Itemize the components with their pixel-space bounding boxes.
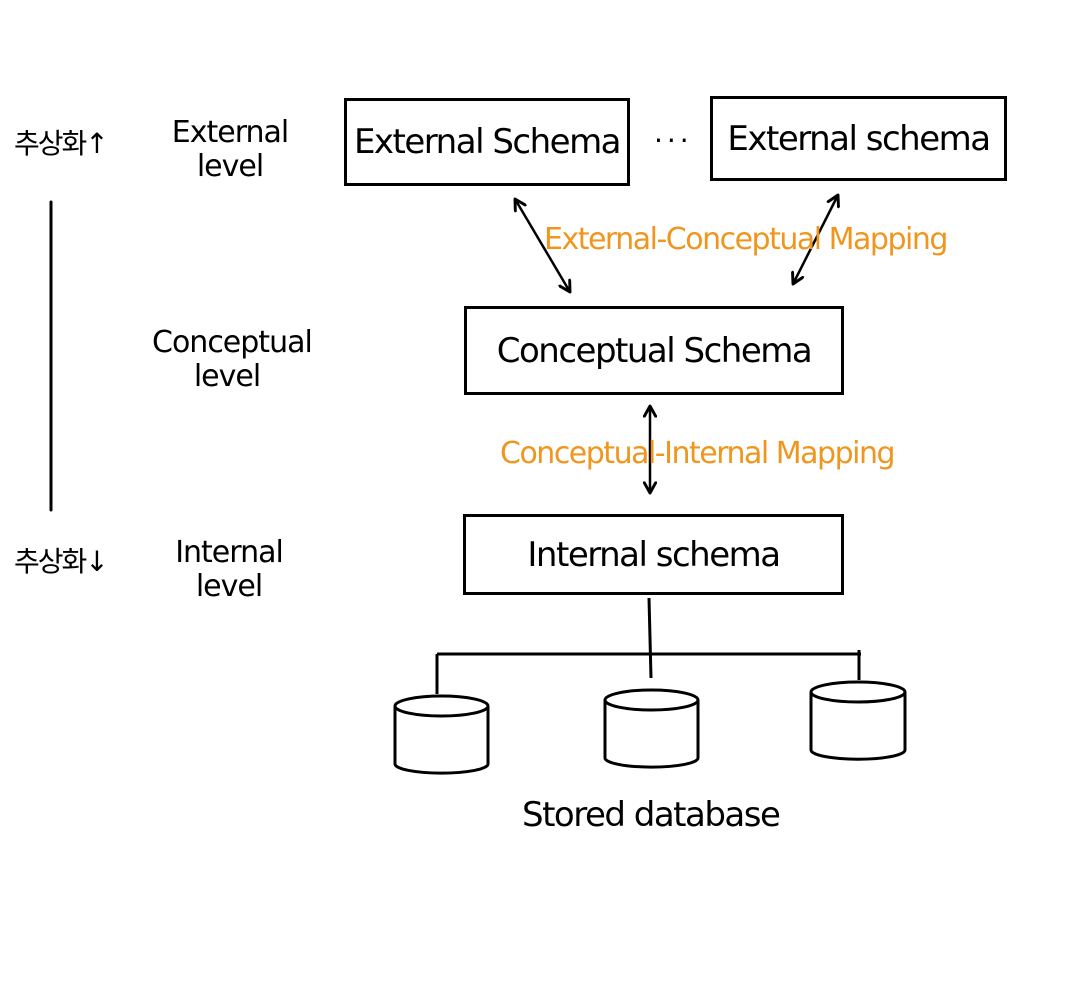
conceptual-level-label: Conceptual level — [152, 325, 313, 394]
conceptual-schema-box: Conceptual Schema — [464, 306, 844, 395]
stored-database-label: Stored database — [522, 795, 781, 835]
conceptual-internal-mapping-label: Conceptual-Internal Mapping — [500, 436, 896, 471]
internal-level-line2: level — [195, 569, 263, 604]
external-schema-label-1: External Schema — [353, 122, 622, 162]
mapping-arrow-right — [793, 195, 838, 284]
database-cylinder-1 — [393, 694, 490, 775]
external-schema-box-1: External Schema — [344, 98, 630, 186]
abstraction-low-label: 추상화↓ — [14, 545, 109, 578]
external-level-label: External level — [160, 116, 300, 184]
storage-stem — [647, 597, 653, 679]
external-level-line1: External — [171, 115, 289, 150]
external-schema-label-2: External schema — [727, 118, 991, 159]
external-conceptual-mapping-label: External-Conceptual Mapping — [544, 222, 948, 257]
internal-schema-box: Internal schema — [463, 514, 844, 595]
internal-schema-label: Internal schema — [527, 534, 781, 575]
database-cylinder-2 — [603, 688, 700, 769]
mapping-arrow-left — [515, 199, 570, 292]
conceptual-level-line2: level — [193, 359, 261, 394]
database-cylinder-3 — [809, 680, 907, 761]
external-schema-ellipsis: ··· — [654, 124, 693, 157]
internal-level-label: Internal level — [156, 536, 302, 604]
external-schema-box-2: External schema — [710, 96, 1007, 181]
abstraction-high-label: 추상화↑ — [14, 127, 109, 160]
internal-level-line1: Internal — [175, 535, 284, 570]
conceptual-level-line1: Conceptual — [152, 325, 313, 360]
conceptual-schema-label: Conceptual Schema — [496, 330, 813, 371]
external-level-line2: level — [196, 149, 264, 184]
